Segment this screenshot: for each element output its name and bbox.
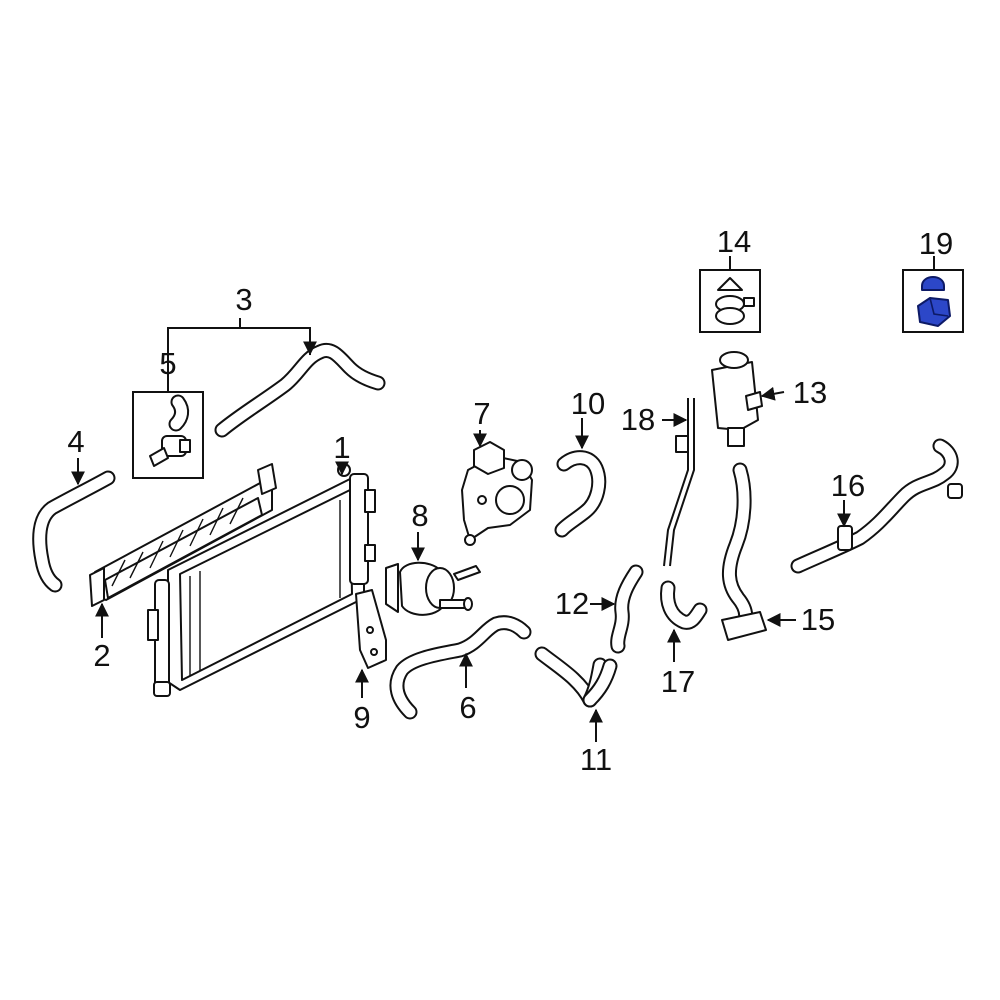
part-2-shield — [89, 463, 277, 607]
callout-15: 15 — [801, 602, 835, 637]
callout-2: 2 — [93, 638, 110, 673]
part-7-pump — [461, 441, 533, 546]
part-4-hose — [32, 470, 116, 593]
part-11-y-hose — [534, 646, 618, 708]
callout-12: 12 — [555, 586, 589, 621]
part-6-hose — [389, 615, 532, 720]
callout-8: 8 — [411, 498, 428, 533]
callout-7: 7 — [473, 396, 490, 431]
callout-5: 5 — [159, 346, 176, 381]
part-14-cap — [699, 269, 761, 333]
callout-14: 14 — [717, 224, 751, 259]
leader-lines — [71, 256, 935, 742]
part-16-hose — [790, 438, 963, 574]
part-10-hose — [554, 450, 607, 538]
part-12-hose — [610, 564, 644, 654]
callout-17: 17 — [661, 664, 695, 699]
callout-13: 13 — [793, 375, 827, 410]
callout-4: 4 — [67, 424, 84, 459]
part-13-reservoir — [711, 351, 763, 447]
part-9-bracket — [355, 589, 387, 669]
part-19-highlighted — [902, 269, 964, 333]
callout-11: 11 — [580, 742, 612, 777]
part-5-fittings — [132, 391, 204, 479]
part-3-hose — [214, 343, 386, 438]
callout-9: 9 — [353, 700, 370, 735]
callout-18: 18 — [621, 402, 655, 437]
callout-16: 16 — [831, 468, 865, 503]
callout-19: 19 — [919, 226, 953, 261]
part-15-hose — [721, 462, 767, 641]
callout-3: 3 — [235, 282, 252, 317]
callout-10: 10 — [571, 386, 605, 421]
callout-labels: 1 2 3 4 5 6 7 8 9 10 11 12 13 14 15 16 1… — [67, 224, 953, 777]
callout-1: 1 — [333, 430, 350, 465]
part-1-radiator — [147, 463, 376, 697]
part-18-tube — [663, 398, 695, 567]
part-8-pump-motor — [385, 561, 481, 616]
callout-6: 6 — [459, 690, 476, 725]
part-17-hose — [660, 580, 708, 630]
